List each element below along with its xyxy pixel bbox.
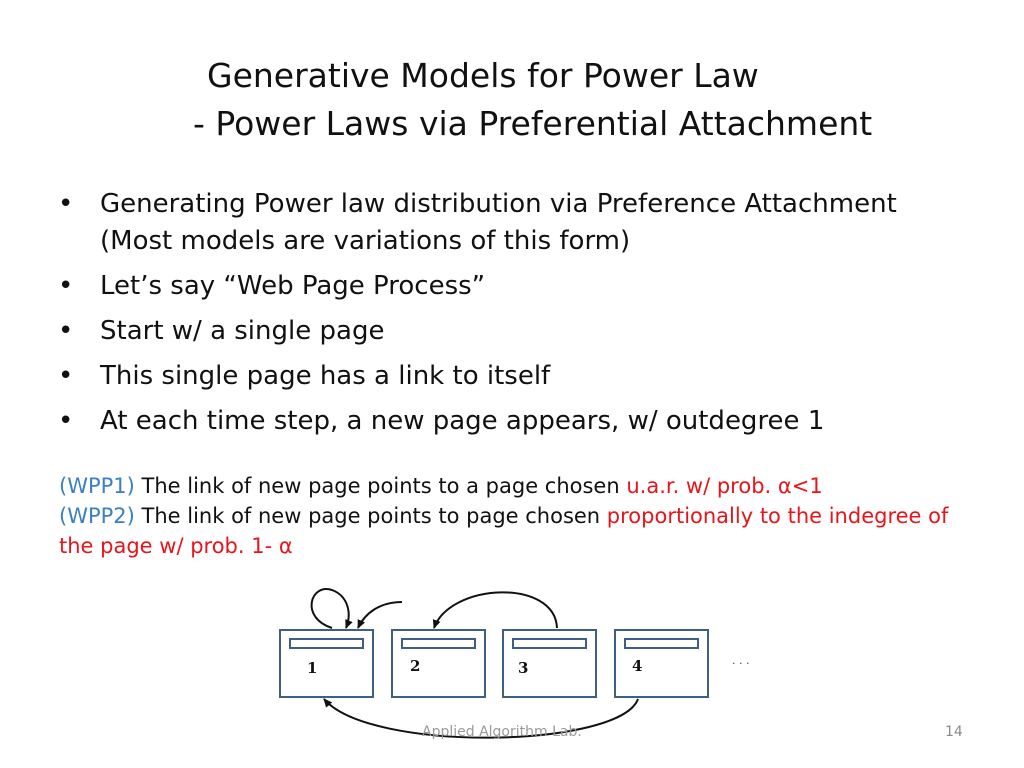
wpp-rules: (WPP1) The link of new page points to a … [59, 471, 959, 561]
wpp2-tag: (WPP2) [59, 504, 135, 528]
wpp2-text: The link of new page points to page chos… [134, 504, 607, 528]
bullet-text: This single page has a link to itself [100, 361, 551, 391]
page-box-2: 2 [391, 629, 486, 698]
page-label-4: 4 [632, 657, 642, 675]
page-label-1: 1 [307, 659, 317, 677]
wpp1-highlight: u.a.r. w/ prob. α<1 [626, 474, 823, 498]
bullet-dot: • [58, 189, 74, 219]
bullet-item: • Let’s say “Web Page Process” [58, 268, 958, 305]
wpp1-text: The link of new page points to a page ch… [134, 474, 627, 498]
footer-lab-name: Applied Algorithm Lab. [422, 724, 582, 740]
bullet-item: • Generating Power law distribution via P… [58, 186, 958, 260]
bullet-text: Generating Power law distribution via Pr… [100, 189, 897, 256]
page-label-3: 3 [518, 659, 528, 677]
bullet-dot: • [58, 271, 74, 301]
wpp2-line: (WPP2) The link of new page points to pa… [59, 501, 959, 561]
self-loop-arrow [310, 588, 353, 629]
bullet-list: • Generating Power law distribution via P… [58, 186, 958, 448]
title-line-2: - Power Laws via Preferential Attachment [193, 104, 873, 143]
title-line-1: Generative Models for Power Law [207, 56, 759, 95]
arrow-3-to-2 [432, 591, 558, 629]
arrow-4-to-1 [323, 698, 639, 739]
bullet-dot: • [58, 361, 74, 391]
wpp2-highlight: proportionally to the indegree of the pa… [59, 504, 949, 558]
ellipsis: . . . [732, 654, 749, 667]
page-box-1: 1 [279, 629, 374, 698]
web-page-process-diagram: 1 2 3 4 . . . [279, 588, 749, 739]
page-box-3: 3 [502, 629, 597, 698]
wpp1-line: (WPP1) The link of new page points to a … [59, 471, 959, 501]
bullet-dot: • [58, 406, 74, 436]
bullet-text: Let’s say “Web Page Process” [100, 271, 486, 301]
wpp1-tag: (WPP1) [59, 474, 135, 498]
bullet-item: • Start w/ a single page [58, 313, 958, 350]
bullet-dot: • [58, 316, 74, 346]
page-label-2: 2 [410, 657, 420, 675]
bullet-text: Start w/ a single page [100, 316, 385, 346]
page-box-4: 4 [614, 629, 709, 698]
bullet-text: At each time step, a new page appears, w… [100, 406, 825, 436]
bullet-item: • This single page has a link to itself [58, 358, 958, 395]
bullet-item: • At each time step, a new page appears, … [58, 403, 958, 440]
arrow-2-to-1 [357, 601, 403, 629]
page-number: 14 [945, 724, 963, 740]
